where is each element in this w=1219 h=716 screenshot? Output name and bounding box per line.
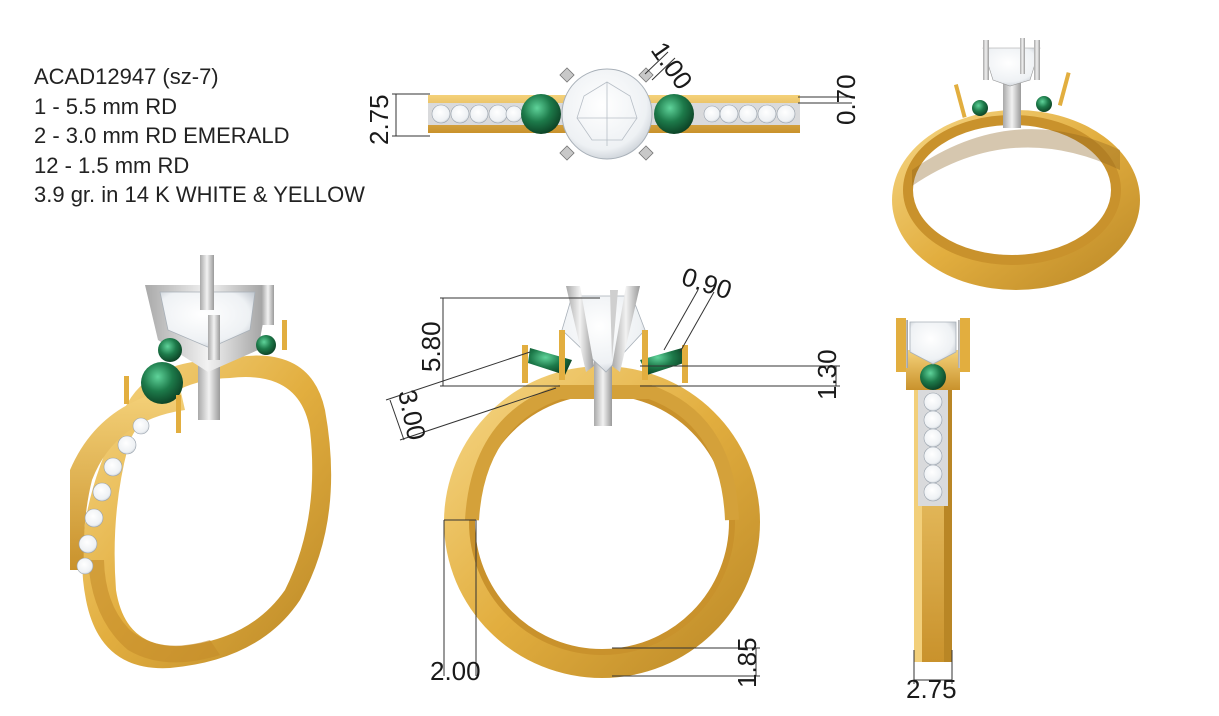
front-dimension-lines [385,289,840,677]
dim-front-seat: 1.30 [812,349,842,400]
dim-front-shank-bottom: 1.85 [732,637,762,688]
spec-metal-weight: 3.9 gr. in 14 K WHITE & YELLOW [34,182,365,207]
top-emerald-right [654,94,694,134]
perspective-view-top-right [892,38,1140,290]
top-diamond-facets [576,81,638,146]
dim-side-width: 2.75 [906,674,957,704]
side-view [896,318,970,684]
dim-top-band: 0.70 [831,74,861,125]
front-view [385,286,840,678]
perspective-view-left [70,255,332,669]
top-prongs [559,67,654,161]
spec-center-stone: 1 - 5.5 mm RD [34,93,178,119]
spec-emeralds: 2 - 3.0 mm RD EMERALD [34,123,290,148]
top-dimension-lines [392,51,852,137]
dim-front-prong: 0.90 [678,261,735,305]
top-emerald-left [521,94,561,134]
dim-front-emerald: 3.00 [392,387,432,443]
dim-front-height: 5.80 [416,321,446,372]
spec-model: ACAD12947 (sz-7) [34,64,219,89]
top-view [392,51,852,161]
side-dimension-lines [913,650,953,684]
dim-front-shank-width: 2.00 [430,656,481,686]
dim-top-width: 2.75 [364,94,394,145]
spec-list: ACAD12947 (sz-7) 1 - 5.5 mm RD 2 - 3.0 m… [34,62,365,210]
spec-side-stones: 12 - 1.5 mm RD [34,152,190,178]
top-channel-stones [431,104,796,124]
